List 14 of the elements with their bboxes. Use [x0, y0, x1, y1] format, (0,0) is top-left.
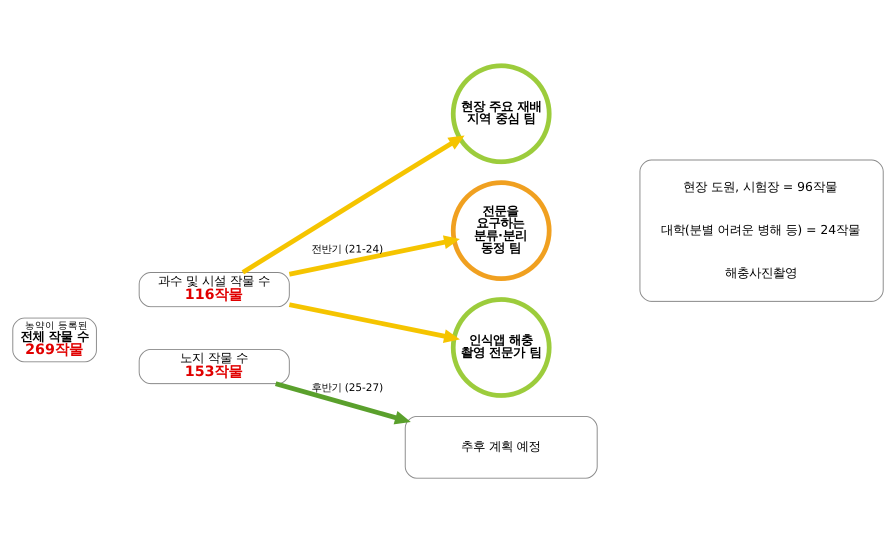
arrow [288, 302, 460, 343]
arrow [288, 235, 460, 277]
edge-label: 후반기 (25-27) [311, 382, 384, 394]
node-circle: 전문을 요구하는 분류·분리 동정 팀 [450, 180, 552, 282]
node-box: 농약이 등록된 전체 작물 수 269작물 [12, 318, 97, 362]
node-box: 노지 작물 수 153작물 [138, 348, 290, 384]
node-box: 추후 계획 예정 [404, 416, 598, 479]
arrow [242, 135, 465, 274]
node-circle: 현장 주요 재배 지역 중심 팀 [450, 63, 552, 164]
node-box: 과수 및 시설 작물 수 116작물 [138, 272, 290, 308]
node-circle: 인식앱 해충 촬영 전문가 팀 [450, 297, 552, 398]
arrow [275, 381, 411, 424]
node-box: 현장 도원, 시험장 = 96작물 대학(분별 어려운 병해 등) = 24작물 해충사진촬영 [639, 160, 884, 302]
edge-label: 전반기 (21-24) [311, 243, 384, 256]
